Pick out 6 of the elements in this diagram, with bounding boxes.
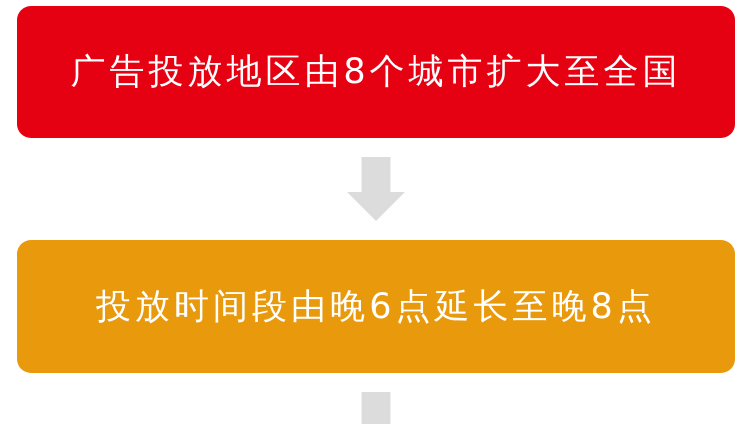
- connector: [362, 392, 390, 424]
- arrow: [347, 157, 405, 221]
- step-text: 投放时间段由晚6点延长至晚8点: [96, 286, 656, 328]
- process-box: [17, 240, 735, 373]
- process-box: [17, 6, 735, 138]
- step-text: 广告投放地区由8个城市扩大至全国: [70, 51, 682, 93]
